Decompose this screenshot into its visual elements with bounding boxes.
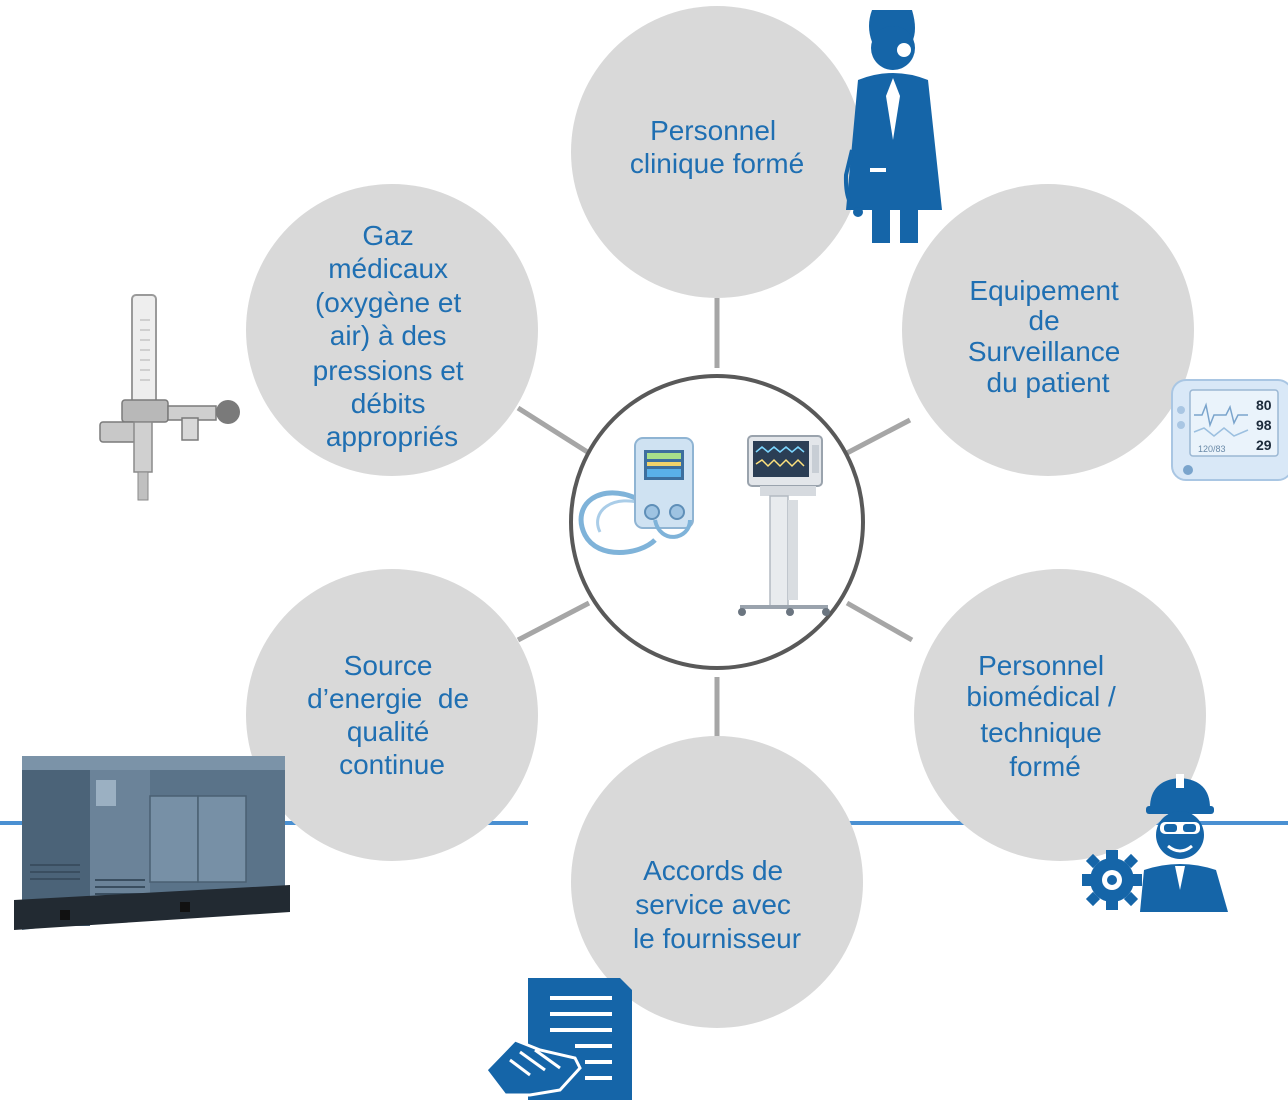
doctor-icon (843, 10, 942, 243)
monitor-resp: 29 (1256, 437, 1272, 453)
connector-top-left (516, 405, 591, 456)
label-gases: Gaz médicaux (oxygène et air) à des pres… (313, 220, 472, 452)
label-line: formé (1009, 751, 1081, 782)
node-gases (246, 184, 538, 476)
ventilators-icon (578, 435, 830, 616)
label-line: Equipement (969, 275, 1119, 306)
label-line: de (1029, 305, 1060, 336)
generator-icon (14, 756, 290, 930)
label-line: service avec (635, 889, 791, 920)
label-line: Gaz (362, 220, 413, 251)
label-line: Source (344, 650, 433, 681)
label-biomedical-staff: Personnel biomédical / technique formé (966, 650, 1123, 782)
label-line: Accords de (643, 855, 783, 886)
portable-ventilator (578, 437, 694, 555)
label-line: Personnel (978, 650, 1104, 681)
label-line: clinique formé (630, 148, 804, 179)
label-line: pressions et (313, 355, 464, 386)
monitor-hr: 80 (1256, 397, 1272, 413)
node-biomedical-staff (914, 569, 1206, 861)
monitor-spo2: 98 (1256, 417, 1272, 433)
label-energy: Source d’energie de qualité continue (307, 650, 477, 780)
label-line: appropriés (326, 421, 458, 452)
engineer-gear-icon (1082, 774, 1228, 912)
icu-ventilator (738, 435, 830, 616)
monitor-bp: 120/83 (1198, 444, 1226, 454)
label-line: médicaux (328, 253, 448, 284)
label-line: air) à des (330, 320, 447, 351)
center-circle (569, 374, 865, 670)
connector-bottom-right (845, 600, 914, 643)
label-service: Accords de service avec le fournisseur (633, 855, 801, 954)
label-line: du patient (987, 367, 1110, 398)
node-service (571, 736, 863, 1028)
handshake-contract-icon (484, 978, 632, 1100)
connector-bottom-left (516, 600, 591, 643)
label-line: le fournisseur (633, 923, 801, 954)
node-energy (246, 569, 538, 861)
label-monitoring: Equipement de Surveillance du patient (968, 275, 1128, 398)
label-line: Surveillance (968, 336, 1121, 367)
node-monitoring (902, 184, 1194, 476)
label-clinical-staff: Personnel clinique formé (630, 115, 804, 179)
label-line: d’energie de (307, 683, 469, 714)
connectors (516, 298, 914, 756)
label-line: qualité (347, 716, 430, 747)
label-line: débits (351, 388, 426, 419)
label-line: biomédical / (966, 681, 1116, 712)
node-clinical-staff (571, 6, 863, 298)
label-line: technique (980, 717, 1101, 748)
label-line: Personnel (650, 115, 776, 146)
connector-top-right (845, 417, 912, 456)
label-line: continue (339, 749, 445, 780)
flowmeter-icon (99, 294, 240, 501)
patient-monitor-icon: 80 98 29 120/83 (1171, 379, 1288, 481)
label-line: (oxygène et (315, 287, 462, 318)
